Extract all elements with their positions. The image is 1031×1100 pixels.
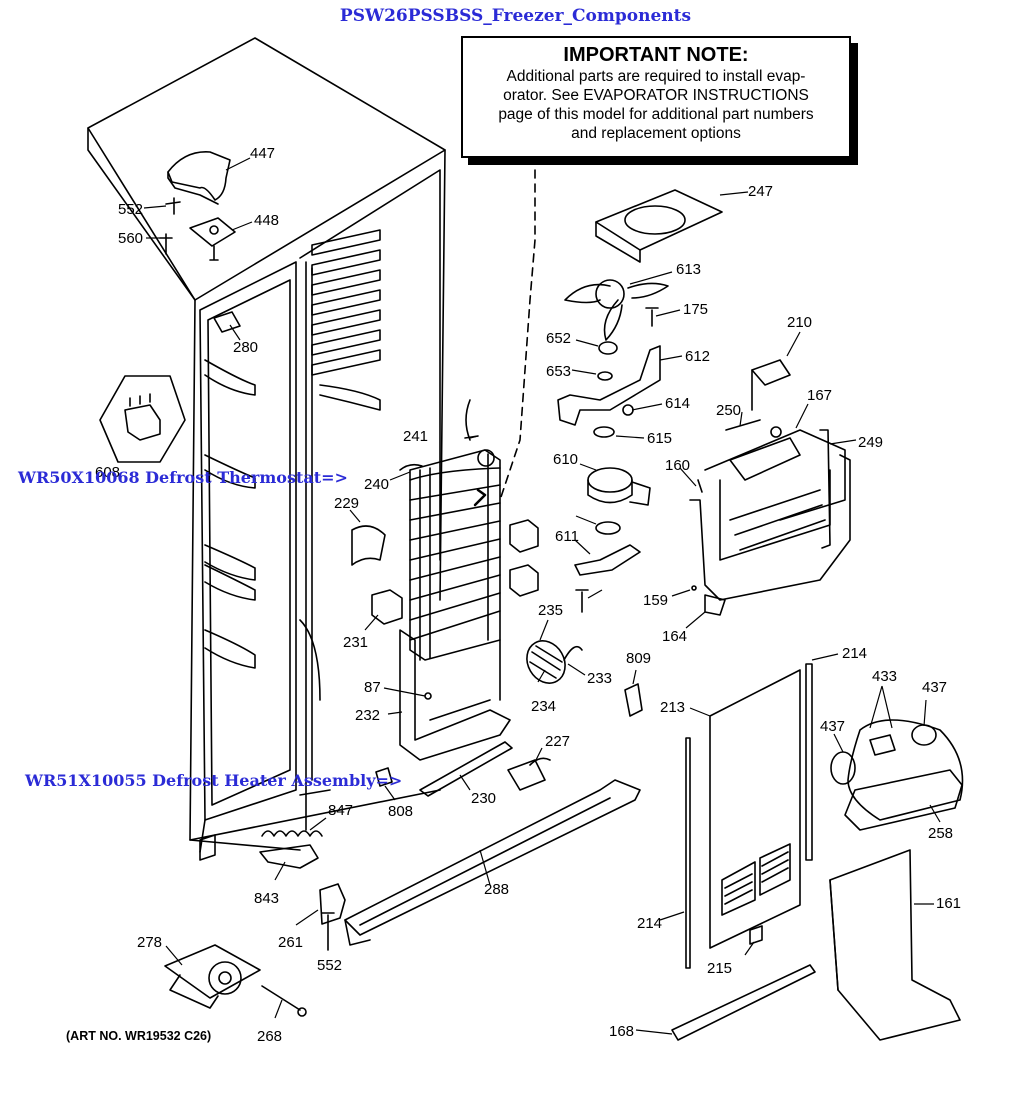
part-label: 268 (257, 1028, 282, 1045)
part-label: 437 (922, 679, 947, 696)
part-label: 847 (328, 802, 353, 819)
part-label: 161 (936, 895, 961, 912)
part-label: 613 (676, 261, 701, 278)
part-number-labels: 447 552 448 560 280 608 241 240 229 231 … (95, 145, 961, 1045)
part-label: 233 (587, 670, 612, 687)
part-label: 288 (484, 881, 509, 898)
defrost-heater-link[interactable]: WR51X10055 Defrost Heater Assembly=> (25, 771, 403, 790)
important-note-box: IMPORTANT NOTE: Additional parts are req… (461, 36, 851, 158)
part-249-drawing (689, 429, 851, 616)
part-label: 843 (254, 890, 279, 907)
part-label: 240 (364, 476, 389, 493)
part-label: 214 (842, 645, 867, 662)
part-label: 653 (546, 363, 571, 380)
part-label: 235 (538, 602, 563, 619)
note-title: IMPORTANT NOTE: (563, 44, 749, 66)
part-label: 227 (545, 733, 570, 750)
note-line: and replacement options (571, 125, 741, 142)
part-label: 261 (278, 934, 303, 951)
part-label: 610 (553, 451, 578, 468)
part-label: 215 (707, 960, 732, 977)
part-label: 611 (555, 528, 579, 545)
note-line: page of this model for additional part n… (498, 106, 814, 123)
part-label: 213 (660, 699, 685, 716)
part-label: 447 (250, 145, 275, 162)
part-label: 214 (637, 915, 662, 932)
part-448-drawing (189, 217, 236, 261)
part-447-drawing (167, 151, 231, 205)
part-label: 230 (471, 790, 496, 807)
part-label: 160 (665, 457, 690, 474)
note-line: orator. See EVAPORATOR INSTRUCTIONS (503, 87, 809, 104)
part-label: 448 (254, 212, 279, 229)
part-161-drawing (829, 849, 961, 1041)
part-608-drawing (99, 375, 186, 463)
note-line: Additional parts are required to install… (506, 68, 806, 85)
part-label: 167 (807, 387, 832, 404)
part-613-drawing (564, 279, 669, 341)
part-232-drawing (399, 629, 511, 761)
part-label: 437 (820, 718, 845, 735)
part-label: 250 (716, 402, 741, 419)
part-247-drawing (595, 189, 723, 263)
part-label: 87 (364, 679, 381, 696)
part-label: 614 (665, 395, 690, 412)
part-288-drawing (344, 779, 641, 946)
part-610-drawing (587, 467, 651, 506)
part-label: 552 (118, 201, 143, 218)
part-label: 168 (609, 1023, 634, 1040)
part-label: 258 (928, 825, 953, 842)
part-234-drawing (526, 640, 583, 684)
part-label: 612 (685, 348, 710, 365)
part-label: 809 (626, 650, 651, 667)
art-number: (ART NO. WR19532 C26) (66, 1029, 212, 1043)
part-label: 608 (95, 464, 120, 481)
part-label: 241 (403, 428, 428, 445)
part-label: 249 (858, 434, 883, 451)
part-label: 247 (748, 183, 773, 200)
defrost-thermostat-link[interactable]: WR50X10068 Defrost Thermostat=> (18, 468, 348, 487)
part-213-drawing (709, 669, 801, 949)
part-437-drawing (830, 719, 964, 821)
part-label: 231 (343, 634, 368, 651)
part-278-drawing (164, 944, 261, 1009)
part-label: 278 (137, 934, 162, 951)
part-label: 652 (546, 330, 571, 347)
cabinet-drawing (87, 37, 446, 861)
part-label: 280 (233, 339, 258, 356)
part-label: 808 (388, 803, 413, 820)
part-label: 159 (643, 592, 668, 609)
part-label: 232 (355, 707, 380, 724)
part-label: 164 (662, 628, 687, 645)
part-label: 560 (118, 230, 143, 247)
part-label: 175 (683, 301, 708, 318)
part-label: 433 (872, 668, 897, 685)
part-label: 210 (787, 314, 812, 331)
part-label: 229 (334, 495, 359, 512)
part-label: 615 (647, 430, 672, 447)
part-label: 552 (317, 957, 342, 974)
page-title: PSW26PSSBSS_Freezer_Components (339, 6, 692, 26)
part-612-drawing (557, 345, 661, 426)
part-label: 234 (531, 698, 556, 715)
